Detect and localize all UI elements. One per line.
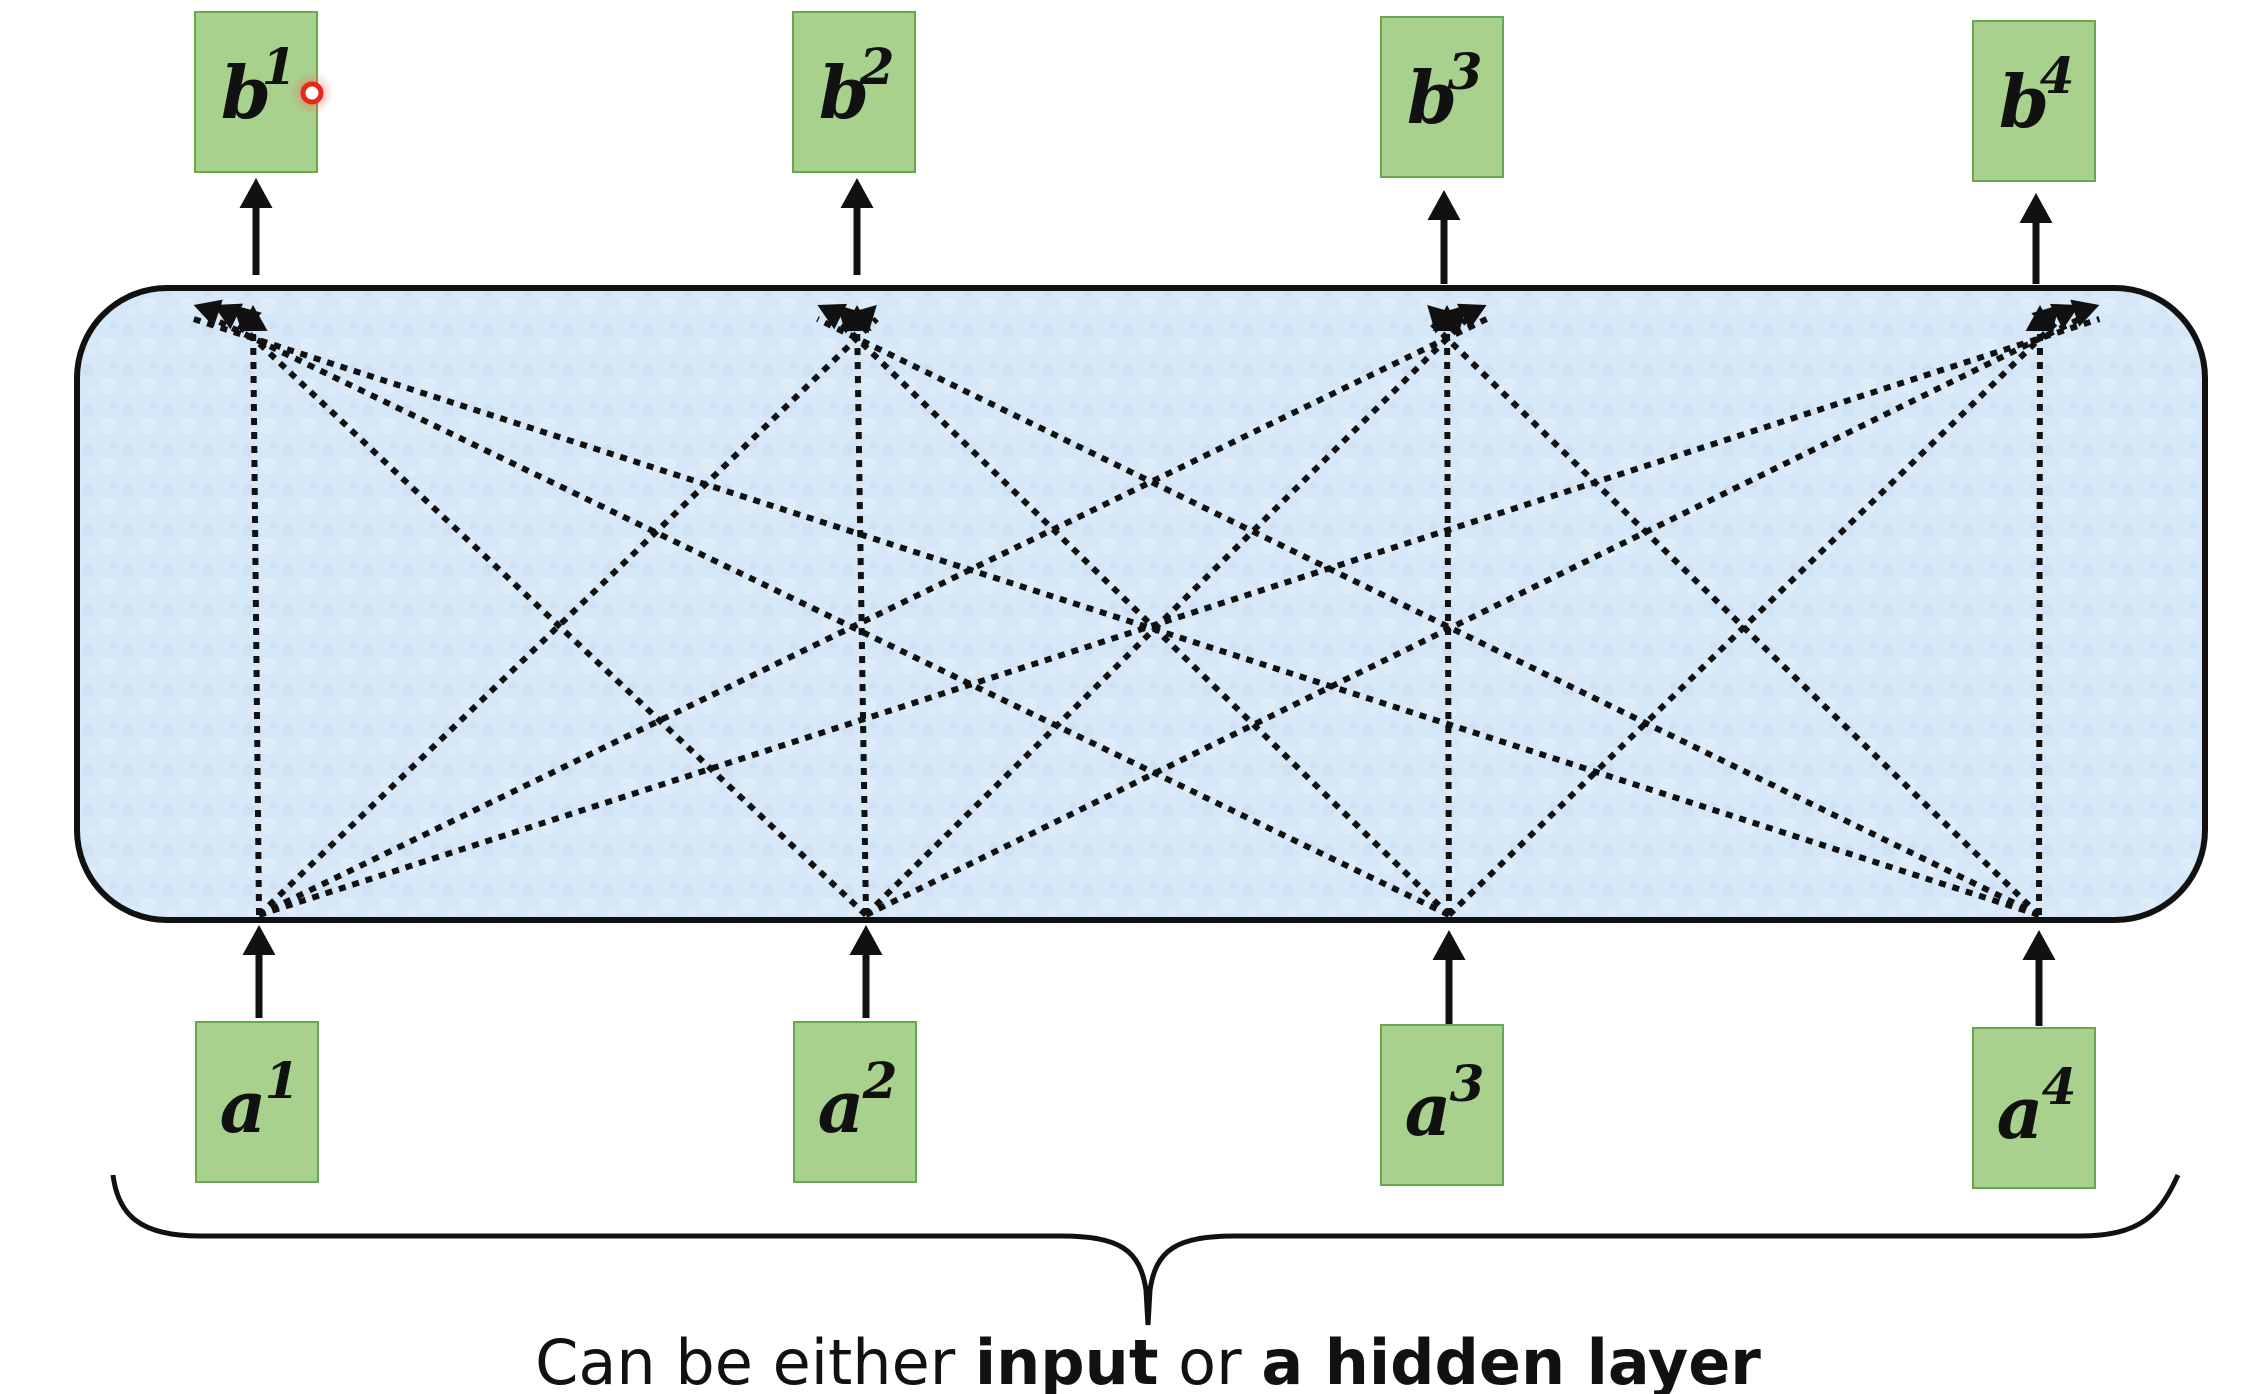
input-superscript: 3 — [1450, 1054, 1485, 1113]
connection-a4-to-b4 — [2036, 318, 2043, 916]
output-arrow-b1-head — [239, 178, 273, 208]
output-label: b — [1407, 55, 1457, 140]
output-superscript: 4 — [2040, 46, 2075, 105]
connection-a1-to-b3 — [257, 316, 1488, 918]
input-arrow-a2-head — [849, 925, 883, 955]
connection-arrowhead-a2-to-b1 — [233, 305, 262, 334]
connection-arrowhead-a4-to-b4 — [2025, 305, 2055, 332]
input-a3: a 3 — [1380, 1024, 1504, 1186]
caption-part-1: Can be either — [535, 1326, 975, 1394]
output-b4: b 4 — [1972, 20, 2096, 182]
input-a2: a 2 — [793, 1021, 917, 1183]
output-b2: b 2 — [792, 11, 916, 173]
attention-layer-panel — [74, 285, 2208, 923]
input-label: a — [818, 1064, 865, 1149]
connection-arrowhead-a3-to-b2 — [837, 305, 866, 334]
output-label: b — [221, 50, 271, 135]
input-a4: a 4 — [1972, 1027, 2096, 1189]
output-b3: b 3 — [1380, 16, 1504, 178]
connection-a2-to-b3 — [863, 316, 1469, 918]
curly-brace — [110, 1173, 2181, 1326]
connection-arrowhead-a4-to-b3 — [1427, 305, 1456, 334]
input-box — [1972, 1027, 2096, 1189]
input-superscript: 4 — [2042, 1057, 2077, 1116]
connection-arrowhead-a4-to-b1 — [193, 299, 223, 327]
input-box — [195, 1021, 319, 1183]
cursor-indicator — [290, 71, 334, 115]
output-arrow-b3-head — [1427, 190, 1461, 220]
connection-a3-to-b1 — [212, 316, 1451, 918]
output-superscript: 2 — [859, 37, 895, 96]
connection-a1-to-b4 — [258, 316, 2101, 918]
caption-emphasis-input: input — [975, 1326, 1159, 1394]
output-arrow-b2-head — [840, 178, 874, 208]
solid-arrows — [239, 178, 2056, 1026]
cursor-dot — [300, 81, 324, 105]
input-a1: a 1 — [195, 1021, 319, 1183]
connection-a4-to-b3 — [1425, 316, 2042, 918]
connection-a2-to-b4 — [864, 316, 2081, 918]
connection-a1-to-b1 — [250, 318, 262, 916]
connection-arrowhead-a4-to-b2 — [817, 303, 848, 330]
output-box — [792, 11, 916, 173]
connection-arrowhead-a3-to-b1 — [213, 303, 244, 330]
caption-emphasis-hidden-layer: a hidden layer — [1261, 1326, 1761, 1394]
output-box — [1972, 20, 2096, 182]
attention-connections — [192, 299, 2101, 918]
output-label: b — [819, 50, 869, 135]
connection-a4-to-b1 — [192, 316, 2040, 918]
caption-part-3: or — [1158, 1326, 1261, 1394]
input-superscript: 1 — [265, 1051, 300, 1110]
output-label: b — [1999, 59, 2049, 144]
output-arrow-b4-head — [2019, 193, 2053, 223]
caption: Can be either input or a hidden layer — [535, 1326, 1761, 1394]
input-box — [1380, 1024, 1504, 1186]
input-arrow-a1-head — [242, 925, 276, 955]
input-box — [793, 1021, 917, 1183]
output-superscript: 1 — [262, 37, 297, 96]
input-arrow-a4-head — [2022, 930, 2056, 960]
input-label: a — [1405, 1067, 1452, 1152]
input-label: a — [1997, 1070, 2044, 1155]
output-superscript: 3 — [1448, 42, 1483, 101]
connection-a3-to-b4 — [1446, 316, 2062, 918]
connection-a3-to-b2 — [835, 316, 1452, 918]
connection-a3-to-b3 — [1444, 318, 1452, 916]
input-superscript: 2 — [862, 1051, 898, 1110]
input-label: a — [220, 1064, 267, 1149]
connection-a2-to-b2 — [854, 318, 869, 916]
output-box — [1380, 16, 1504, 178]
connection-a2-to-b1 — [231, 316, 869, 918]
connection-a1-to-b2 — [256, 316, 879, 918]
input-arrow-a3-head — [1432, 930, 1466, 960]
connection-a4-to-b2 — [816, 316, 2041, 918]
